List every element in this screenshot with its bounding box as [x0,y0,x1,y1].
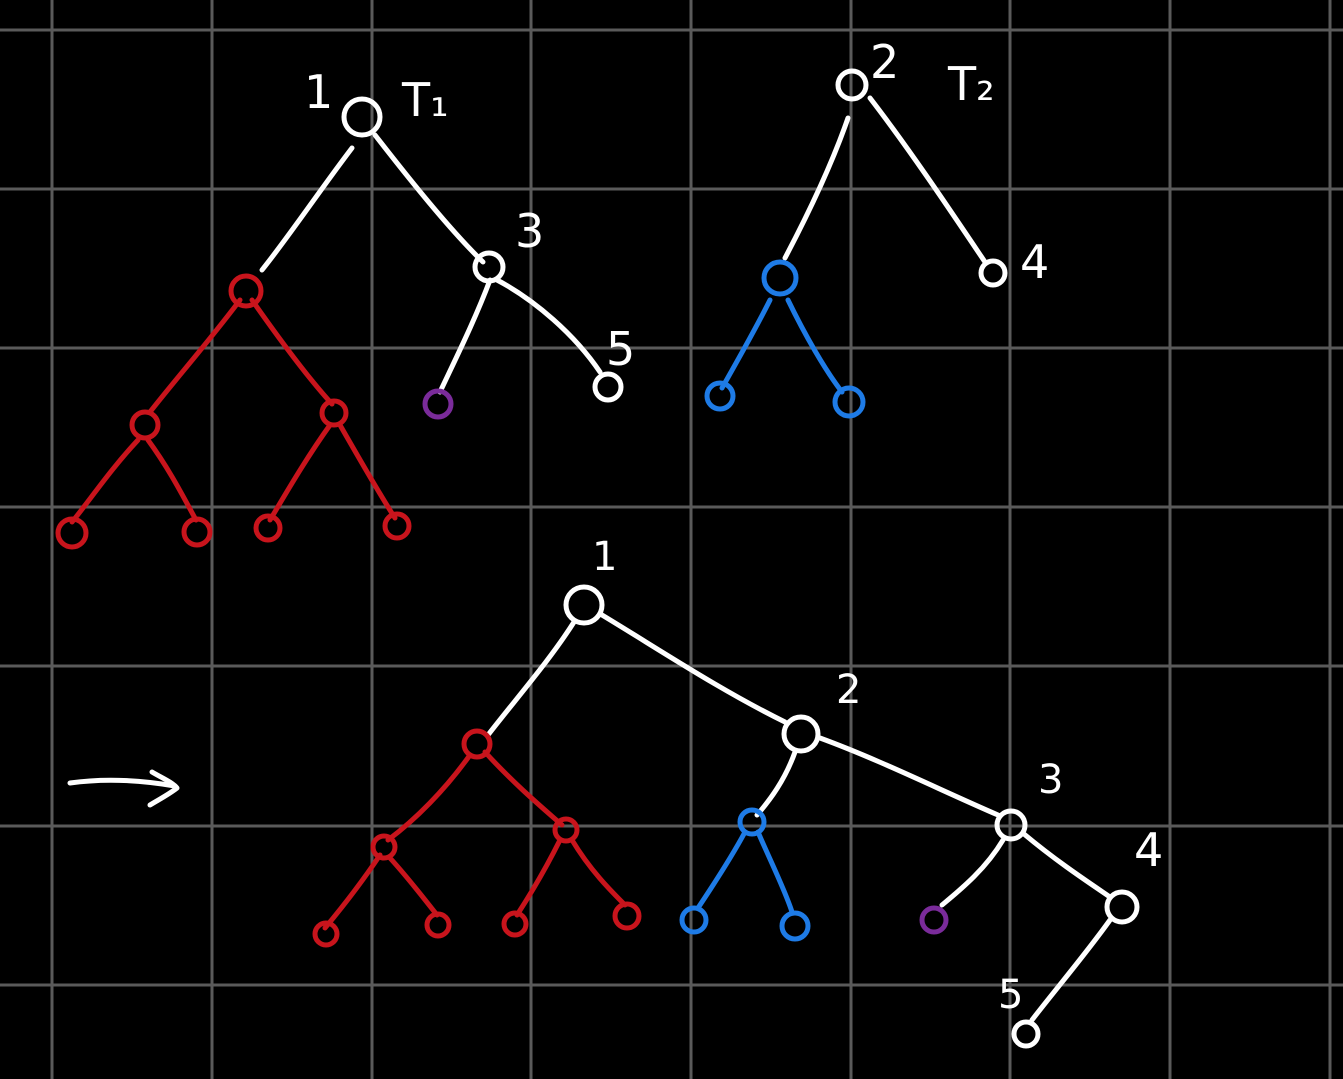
merged-red-node [552,816,580,844]
merged-red-leaf [501,910,529,938]
merged-red-leaf [424,911,452,939]
t1-root-node [341,96,383,138]
t2-blue-node [761,259,799,297]
merged-blue-node [737,807,767,837]
t2-node-4 [978,258,1008,288]
merged-blue-subtree-edges [695,829,795,915]
right-arrow-icon [67,769,180,808]
t1-node-5-label: 5 [606,322,635,376]
t1-red-node [228,273,264,309]
t1-root-label: 1 [304,65,333,119]
t1-purple-leaf [422,388,454,420]
merged-node-4 [1104,889,1140,925]
t2-white-edges [782,95,988,265]
merged-node-2 [781,714,821,754]
t2-root-label: 2 [870,35,899,89]
tree-t1: 1 T₁ 3 5 [55,65,635,550]
t2-blue-leaf [704,380,736,412]
t1-red-node [319,398,349,428]
merged-node-3 [994,808,1028,842]
t2-blue-subtree-edges [719,297,845,395]
merged-node-5 [1011,1019,1041,1049]
t2-root-node [835,68,869,102]
merged-red-node [461,728,493,760]
t1-red-leaf [55,516,89,550]
tree-t2: 2 T₂ 4 [704,35,1049,419]
t1-red-node [129,409,161,441]
merged-root-label: 1 [592,534,617,580]
merged-blue-leaf [779,910,811,942]
t1-white-edges [259,132,603,395]
merged-node-3-label: 3 [1038,757,1063,803]
merged-node-5-label: 5 [998,972,1023,1018]
t1-node-5 [592,371,624,403]
merged-tree: 1 2 3 4 5 [312,534,1163,1049]
t2-blue-leaf [832,385,866,419]
t1-node-3 [472,250,506,284]
t1-title: T₁ [401,73,449,127]
merged-red-leaf [612,901,642,931]
merged-node-2-label: 2 [836,667,861,713]
t2-title: T₂ [947,57,995,111]
merged-red-leaf [312,920,340,948]
t1-node-3-label: 3 [515,204,544,258]
merged-node-4-label: 4 [1134,823,1163,877]
merged-purple-leaf [919,905,949,935]
t1-red-leaf [253,513,283,543]
t1-red-leaf [181,516,213,548]
t1-red-leaf [382,511,412,541]
t1-red-subtree-edges [69,297,398,525]
merged-blue-leaf [679,905,709,935]
t2-node-4-label: 4 [1020,235,1049,289]
merged-root-node [563,584,605,626]
merged-red-node [370,833,398,861]
